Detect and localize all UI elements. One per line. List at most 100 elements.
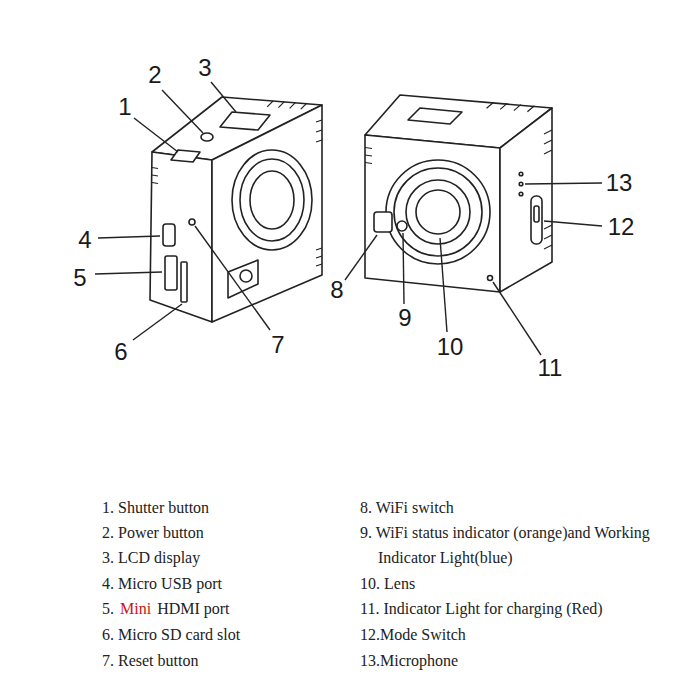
micro-usb-port xyxy=(163,224,175,246)
left-camera xyxy=(150,97,322,322)
mount-hole xyxy=(240,270,252,282)
leader-lines xyxy=(95,82,602,355)
part-list-item: 12.Mode Switch xyxy=(360,622,466,647)
vent-fin xyxy=(544,130,552,134)
vent-fin xyxy=(487,102,494,108)
leader-line xyxy=(525,183,602,184)
microphone-hole xyxy=(519,182,523,186)
vent-fin xyxy=(316,248,322,250)
callout-number: 1 xyxy=(118,95,131,119)
part-list-item: HDMI port xyxy=(157,600,229,617)
wifi-switch xyxy=(374,212,392,232)
lens-ring xyxy=(232,150,312,250)
callout-number: 3 xyxy=(198,56,211,80)
vent-fin xyxy=(152,175,158,176)
microphone-hole xyxy=(519,192,523,196)
lens-ring xyxy=(406,180,470,244)
lens-ring xyxy=(394,168,482,256)
leader-line xyxy=(345,235,377,280)
sd-card-slot xyxy=(181,262,187,302)
part-list-item: 7. Reset button xyxy=(102,648,198,673)
vent-fins xyxy=(152,101,552,266)
leader-line xyxy=(211,82,236,112)
lens-ring xyxy=(386,160,490,264)
right-camera xyxy=(365,95,552,292)
leader-line xyxy=(95,272,162,274)
part-list-item: 2. Power button xyxy=(102,520,204,545)
vent-fin xyxy=(527,106,534,112)
leader-line xyxy=(440,238,447,332)
callout-number: 6 xyxy=(114,340,127,364)
vent-fin xyxy=(152,183,158,184)
lcd-display xyxy=(408,108,462,124)
vent-fin xyxy=(544,245,552,249)
callout-number: 13 xyxy=(606,171,633,195)
callout-number: 7 xyxy=(271,333,284,357)
vent-fin xyxy=(278,102,284,108)
callout-number: 4 xyxy=(78,228,91,252)
lens-glass xyxy=(416,190,460,234)
part-list-item: 3. LCD display xyxy=(102,545,200,570)
leader-line xyxy=(133,304,182,340)
part-list-item: 1. Shutter button xyxy=(102,495,209,520)
callout-number: 10 xyxy=(437,335,464,359)
vent-fin xyxy=(514,105,521,111)
vent-fin xyxy=(301,103,307,109)
microphone-hole xyxy=(519,172,523,176)
callout-number: 8 xyxy=(330,278,343,302)
vent-fin xyxy=(544,235,552,239)
camera-lens-face xyxy=(365,135,500,292)
charging-light xyxy=(488,276,493,281)
part-list-item: 4. Micro USB port xyxy=(102,571,222,596)
vent-fin xyxy=(365,155,372,156)
callout-number: 12 xyxy=(608,215,635,239)
leader-line xyxy=(162,90,203,133)
highlight-word: Mini xyxy=(120,600,151,617)
camera-lens-face xyxy=(212,105,322,322)
hdmi-port xyxy=(165,256,177,290)
part-list-item: 11. Indicator Light for charging (Red) xyxy=(360,596,603,621)
power-button xyxy=(201,133,213,141)
part-list-item: 8. WiFi switch xyxy=(360,495,454,520)
part-list-item: 13.Microphone xyxy=(360,648,458,673)
reset-button xyxy=(189,219,195,225)
camera-side-face xyxy=(500,108,552,292)
vent-fin xyxy=(365,148,372,149)
vent-fin xyxy=(267,101,273,107)
mode-switch-knob xyxy=(534,206,539,222)
vent-fin xyxy=(316,130,322,132)
leader-line xyxy=(98,236,160,238)
vent-fin xyxy=(316,264,322,266)
callout-number: 2 xyxy=(148,63,161,87)
part-list-item: 9. WiFi status indicator (orange)and Wor… xyxy=(360,520,653,570)
vent-fin xyxy=(544,225,552,229)
vent-fin xyxy=(316,256,322,258)
vent-fin xyxy=(290,102,296,108)
part-list-item: 10. Lens xyxy=(360,571,415,596)
vent-fin xyxy=(316,140,322,142)
vent-fin xyxy=(316,120,322,122)
lens-ring xyxy=(240,159,304,241)
leader-line xyxy=(195,226,270,330)
part-list-item: 5. xyxy=(102,600,114,617)
vent-fin xyxy=(544,140,552,144)
vent-fin xyxy=(500,103,507,109)
callout-number: 9 xyxy=(398,306,411,330)
vent-fin xyxy=(152,168,158,169)
vent-fin xyxy=(544,150,552,154)
part-list-row: 5. Mini HDMI port xyxy=(102,596,236,621)
part-list-item: 6. Micro SD card slot xyxy=(102,622,240,647)
leader-line xyxy=(544,221,602,226)
callout-number: 5 xyxy=(73,266,86,290)
lcd-display xyxy=(220,112,270,130)
vent-fin xyxy=(365,163,372,164)
leader-line xyxy=(134,118,178,152)
leader-line xyxy=(493,282,541,355)
wifi-indicator xyxy=(397,221,407,231)
lens-glass xyxy=(250,171,294,229)
shutter-button xyxy=(171,150,200,162)
leader-line xyxy=(403,233,404,304)
mode-switch xyxy=(531,196,542,244)
